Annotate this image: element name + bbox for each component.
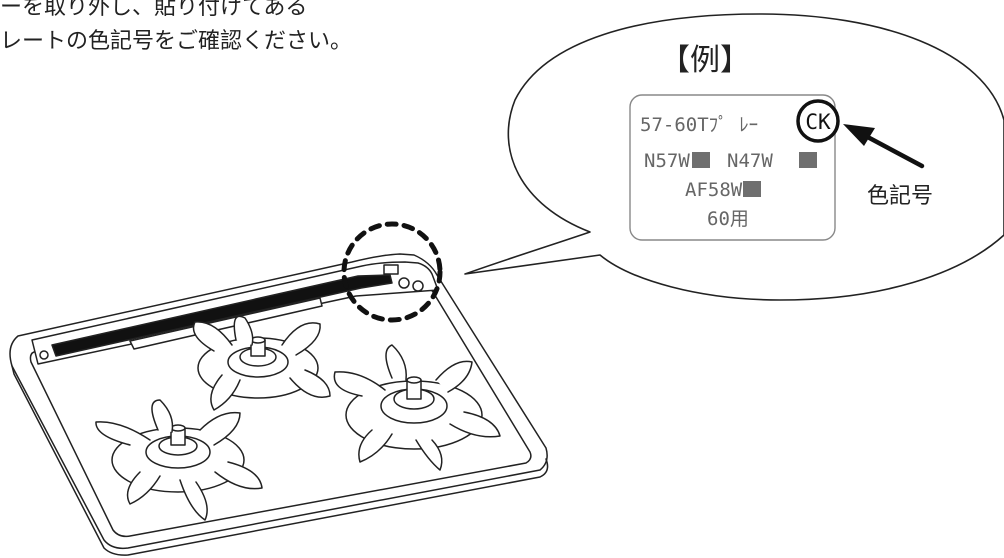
cooktop bbox=[9, 221, 549, 556]
burner-back-left bbox=[192, 315, 331, 411]
color-code-circle bbox=[796, 99, 840, 143]
instruction-line-2: レートの色記号をご確認ください。 bbox=[0, 29, 353, 54]
burner-front-left bbox=[95, 399, 263, 521]
highlight-circle bbox=[341, 221, 443, 323]
plate-line-3: AF58W bbox=[685, 179, 743, 201]
color-code: CK bbox=[805, 110, 831, 134]
callout-heading: 【例】 bbox=[660, 43, 750, 78]
burner-right bbox=[333, 344, 501, 471]
pointer-label: 色記号 bbox=[867, 184, 933, 209]
pointer-arrow-icon bbox=[843, 124, 925, 169]
plate-line-1: 57-60Tﾌﾟ ﾚｰ bbox=[640, 114, 758, 136]
color-swatch-n47w bbox=[799, 152, 817, 168]
plate-line-2a: N57W bbox=[644, 150, 690, 172]
plate-line-4: 60用 bbox=[707, 208, 749, 230]
plate-line-2b: N47W bbox=[727, 150, 773, 172]
color-swatch-af58w bbox=[743, 181, 761, 197]
instruction-line-1: ーを取り外し、貼り付けてある bbox=[0, 0, 308, 20]
rating-plate bbox=[629, 94, 836, 241]
color-swatch-n57w bbox=[692, 152, 710, 168]
